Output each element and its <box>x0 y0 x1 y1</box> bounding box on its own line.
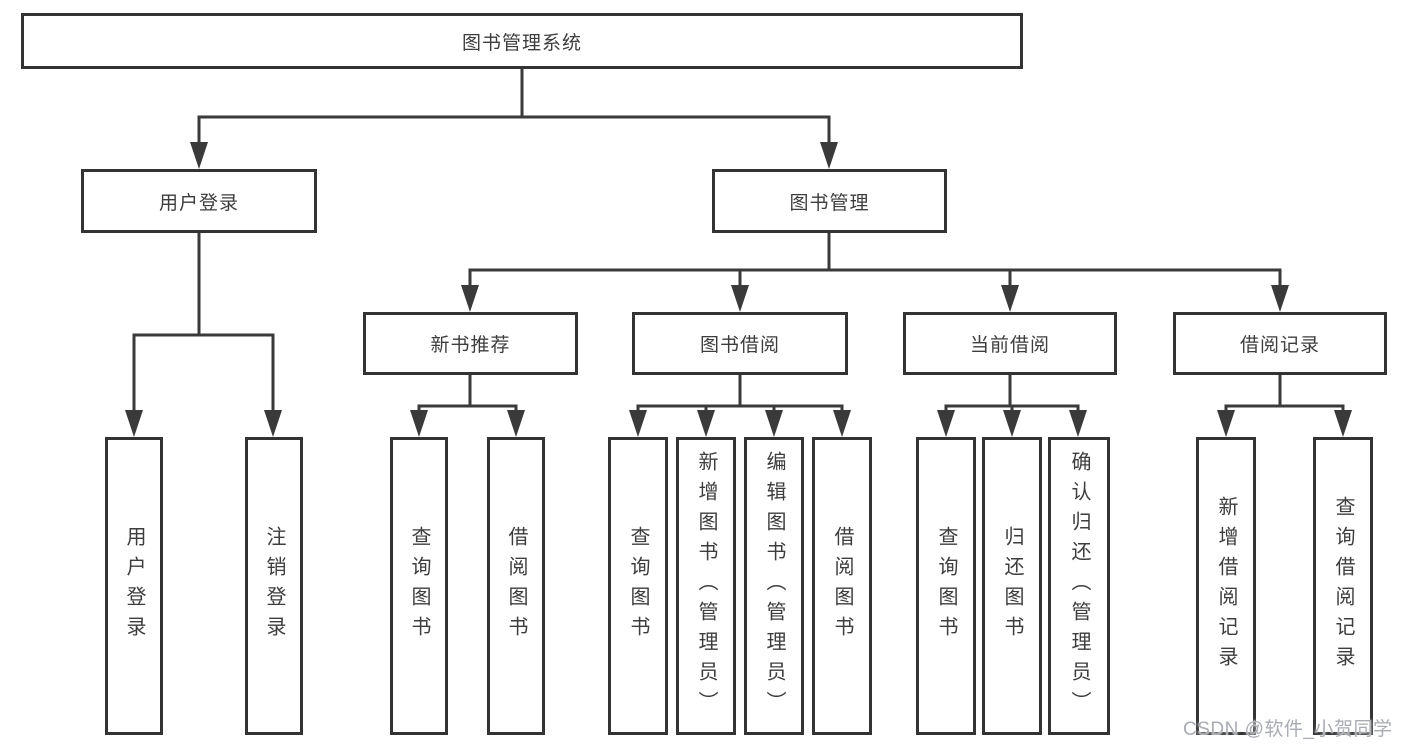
leaf-cb-return-books: 归还图书 <box>982 437 1042 735</box>
leaf-bb-borrow-books: 借阅图书 <box>812 437 872 735</box>
node-new-book-rec: 新书推荐 <box>363 312 578 375</box>
node-root-label: 图书管理系统 <box>461 32 582 54</box>
leaf-nbr-borrow-books: 借阅图书 <box>487 437 545 735</box>
leaf-cb-confirm-return-admin: 确认归还（管理员） <box>1048 437 1110 735</box>
leaf-bb-edit-books-admin-label: 编辑图书（管理员） <box>763 451 785 721</box>
leaf-nbr-query-books-label: 查询图书 <box>408 526 430 646</box>
leaf-br-add-record-label: 新增借阅记录 <box>1215 496 1237 676</box>
leaf-bb-query-books: 查询图书 <box>608 437 668 735</box>
leaf-nbr-borrow-books-label: 借阅图书 <box>505 526 527 646</box>
node-book-mgmt: 图书管理 <box>712 169 947 233</box>
arrowheads <box>125 142 1352 437</box>
node-new-book-rec-label: 新书推荐 <box>430 335 511 356</box>
leaf-bb-edit-books-admin: 编辑图书（管理员） <box>744 437 804 735</box>
leaf-logout: 注销登录 <box>245 437 303 735</box>
leaf-user-login: 用户登录 <box>105 437 163 735</box>
leaf-br-add-record: 新增借阅记录 <box>1196 437 1256 735</box>
leaf-bb-add-books-admin: 新增图书（管理员） <box>676 437 736 735</box>
leaf-nbr-query-books: 查询图书 <box>390 437 448 735</box>
leaf-cb-confirm-return-admin-label: 确认归还（管理员） <box>1068 451 1090 721</box>
leaf-bb-add-books-admin-label: 新增图书（管理员） <box>695 451 717 721</box>
leaf-cb-return-books-label: 归还图书 <box>1001 526 1023 646</box>
csdn-watermark: CSDN @软件_小贺同学 <box>1183 719 1393 740</box>
leaf-br-query-record-label: 查询借阅记录 <box>1332 496 1354 676</box>
leaf-bb-borrow-books-label: 借阅图书 <box>831 526 853 646</box>
node-user-login: 用户登录 <box>81 169 317 233</box>
node-book-borrow: 图书借阅 <box>632 312 848 375</box>
leaf-bb-query-books-label: 查询图书 <box>627 526 649 646</box>
node-book-mgmt-label: 图书管理 <box>789 192 870 214</box>
leaf-user-login-label: 用户登录 <box>123 526 145 646</box>
node-borrow-records: 借阅记录 <box>1173 312 1387 375</box>
leaf-br-query-record: 查询借阅记录 <box>1313 437 1373 735</box>
node-current-borrow: 当前借阅 <box>903 312 1117 375</box>
leaf-cb-query-books-label: 查询图书 <box>935 526 957 646</box>
leaf-logout-label: 注销登录 <box>263 526 285 646</box>
node-root: 图书管理系统 <box>21 13 1023 69</box>
leaf-cb-query-books: 查询图书 <box>916 437 976 735</box>
node-borrow-records-label: 借阅记录 <box>1239 335 1320 356</box>
node-current-borrow-label: 当前借阅 <box>969 335 1050 356</box>
node-book-borrow-label: 图书借阅 <box>699 335 780 356</box>
node-user-login-label: 用户登录 <box>158 192 239 214</box>
